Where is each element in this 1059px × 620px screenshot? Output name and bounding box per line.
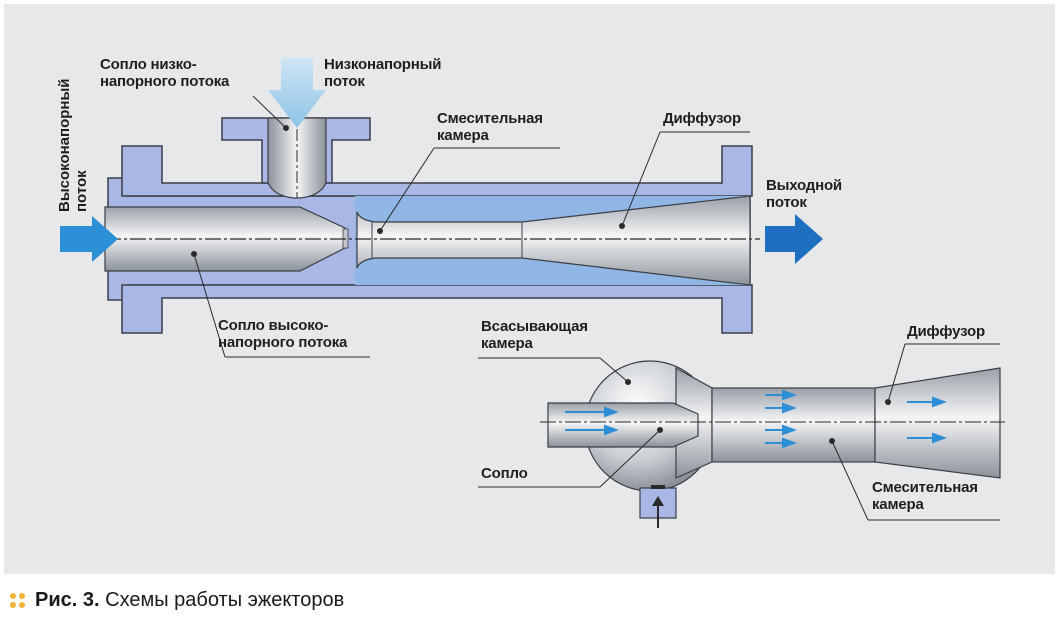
label-high-pressure-nozzle: Сопло высоко- напорного потока xyxy=(218,317,348,351)
bottom-flow-arrows xyxy=(565,389,947,449)
label-low-pressure-flow: Низконапорный поток xyxy=(324,56,442,90)
label-mixing-chamber-bottom: Смесительная камера xyxy=(872,479,978,513)
bottom-mixing-chamber-shape xyxy=(711,387,876,463)
top-ejector xyxy=(60,58,823,358)
mixing-chamber-shape xyxy=(356,195,751,286)
bottom-ejector xyxy=(478,343,1005,528)
caption-bullet-icon xyxy=(10,592,25,608)
label-diffuser-bottom: Диффузор xyxy=(907,323,985,340)
top-upper-flange xyxy=(121,145,753,197)
high-pressure-input-arrow xyxy=(60,216,118,262)
label-diffuser-top: Диффузор xyxy=(663,110,741,127)
bottom-diffuser-shape xyxy=(874,367,1001,479)
label-nozzle: Сопло xyxy=(481,465,528,482)
figure-caption: Рис. 3. Схемы работы эжекторов xyxy=(10,586,344,614)
label-mixing-chamber-top: Смесительная камера xyxy=(437,110,543,144)
caption-text: Рис. 3. Схемы работы эжекторов xyxy=(35,589,344,612)
caption-title: Схемы работы эжекторов xyxy=(99,588,345,611)
label-suction-chamber: Всасывающая камера xyxy=(481,318,588,352)
bottom-nozzle-shape xyxy=(547,402,699,448)
top-lower-flange xyxy=(121,284,753,334)
output-flow-arrow xyxy=(765,214,823,264)
label-low-pressure-nozzle: Сопло низко- напорного потока xyxy=(100,56,230,90)
label-output-flow: Выходной поток xyxy=(766,177,842,211)
low-pressure-flow-arrow xyxy=(268,58,326,128)
label-high-pressure-flow: Высоконапорный поток xyxy=(56,78,90,213)
caption-number: Рис. 3. xyxy=(35,588,100,611)
